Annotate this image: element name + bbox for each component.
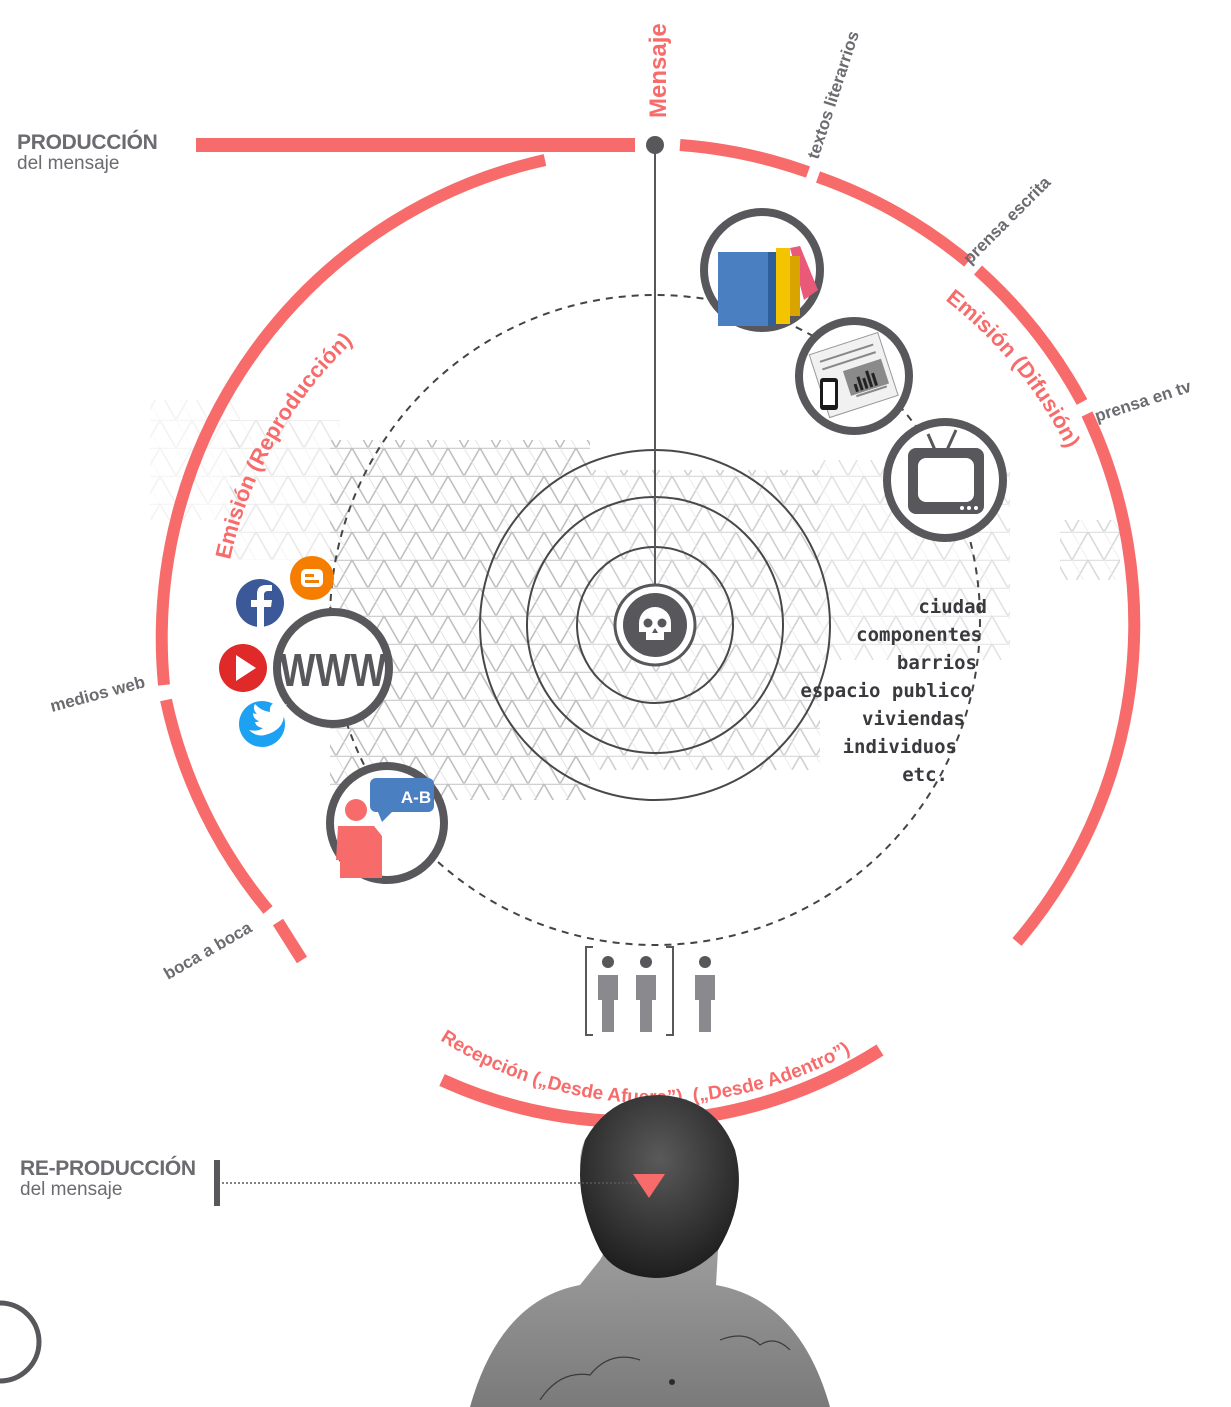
blogger-icon[interactable] bbox=[290, 556, 334, 600]
component-item: barrios bbox=[897, 652, 977, 674]
mensaje-dot bbox=[646, 136, 664, 154]
textos-literarios-label: textos literarrios bbox=[804, 29, 863, 162]
books-icon bbox=[700, 208, 824, 332]
ring-left-lower bbox=[160, 698, 273, 914]
component-item: ciudad bbox=[918, 596, 987, 618]
youtube-icon[interactable] bbox=[219, 644, 267, 692]
produccion-subtitle: del mensaje bbox=[17, 153, 120, 175]
component-item: componentes bbox=[856, 624, 982, 646]
twitter-icon[interactable] bbox=[239, 701, 288, 747]
components-list: ciudad componentes barrios espacio publi… bbox=[800, 596, 987, 786]
facebook-icon[interactable] bbox=[236, 579, 284, 627]
ring-right bbox=[973, 265, 1088, 405]
ring-left-upper bbox=[155, 154, 547, 686]
corner-circle bbox=[0, 1300, 42, 1384]
ring-right-lower bbox=[1012, 411, 1141, 946]
ring-boca bbox=[272, 918, 308, 964]
prensa-tv-label: prensa en tv bbox=[1092, 377, 1194, 426]
component-item: individuos bbox=[843, 736, 957, 758]
reproduccion-subtitle: del mensaje bbox=[20, 1179, 123, 1201]
tv-icon bbox=[883, 418, 1007, 542]
mensaje-label: Mensaje bbox=[645, 23, 672, 118]
boca-a-boca-label: boca a boca bbox=[161, 918, 256, 984]
produccion-title: PRODUCCIÓN bbox=[17, 131, 158, 154]
ring-top-a bbox=[679, 139, 811, 178]
reproduccion-title: RE-PRODUCCIÓN bbox=[20, 1157, 196, 1180]
component-item: viviendas bbox=[862, 708, 965, 730]
chat-person-icon: A-B bbox=[326, 762, 448, 884]
triangle-marker-icon bbox=[633, 1174, 665, 1198]
people-icon bbox=[585, 946, 715, 1036]
ring-top-b bbox=[816, 171, 972, 267]
skull-icon bbox=[613, 583, 697, 667]
produccion-label: PRODUCCIÓN del mensaje bbox=[17, 131, 158, 175]
newspaper-icon bbox=[795, 317, 913, 435]
reproduccion-bar bbox=[214, 1160, 220, 1206]
component-item: espacio publico bbox=[800, 680, 972, 702]
outer-ring bbox=[155, 139, 1141, 964]
head-silhouette-icon bbox=[470, 1095, 830, 1407]
medios-web-label: medios web bbox=[48, 672, 147, 716]
ab-label: A-B bbox=[401, 788, 431, 807]
reproduccion-label: RE-PRODUCCIÓN del mensaje bbox=[20, 1157, 196, 1201]
www-label: WWW bbox=[280, 644, 386, 696]
component-item: etc. bbox=[902, 764, 948, 786]
www-icon: WWW bbox=[273, 608, 393, 728]
prensa-escrita-label: prensa escrita bbox=[959, 172, 1054, 267]
